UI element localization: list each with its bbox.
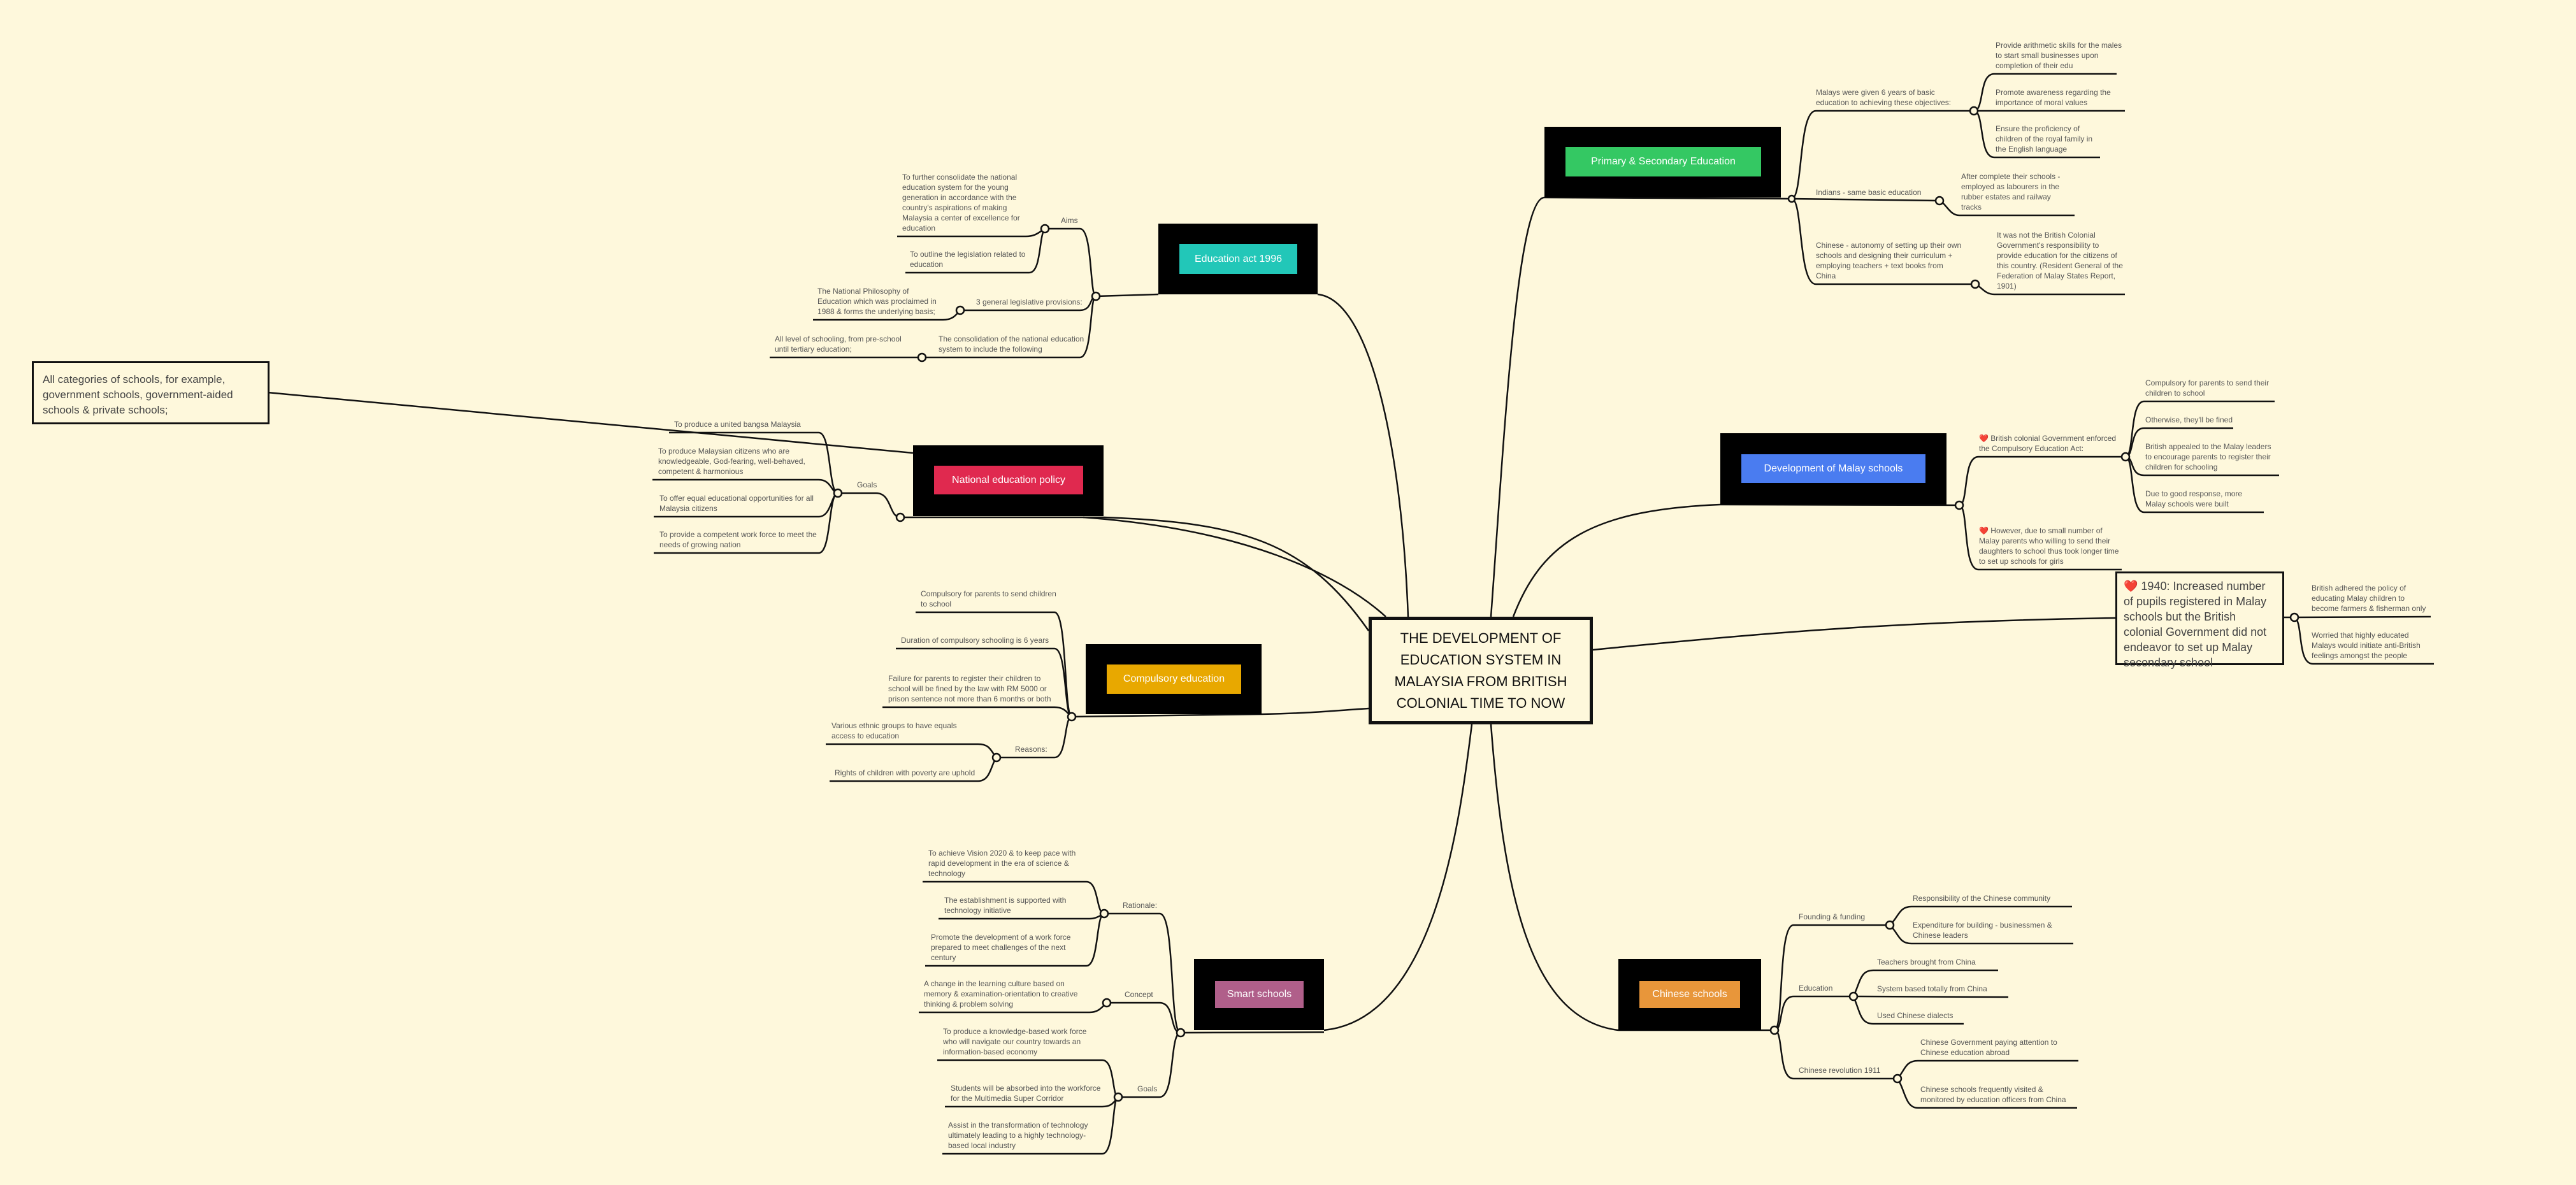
branch-chinese-schools[interactable]: Chinese schools [1618, 959, 1761, 1030]
leaf[interactable]: To offer equal educational opportunities… [659, 494, 814, 513]
branch-title: Primary & Secondary Education [1565, 147, 1761, 176]
leaf[interactable]: Used Chinese dialects [1877, 1011, 1954, 1020]
topic-revolution[interactable]: Chinese revolution 1911 [1799, 1066, 1881, 1075]
leaf[interactable]: It was not the British Colonial Governme… [1997, 231, 2123, 291]
leaf[interactable]: Students will be absorbed into the workf… [951, 1084, 1101, 1103]
leaf[interactable]: Due to good response, more Malay schools… [2145, 489, 2243, 508]
heart-icon: ❤️ [2124, 580, 2141, 592]
topic-education[interactable]: Education [1799, 984, 1833, 993]
leaf[interactable]: Teachers brought from China [1877, 958, 1976, 966]
leaf[interactable]: To produce a knowledge-based work force … [943, 1027, 1087, 1056]
topic-rationale[interactable]: Rationale: [1123, 901, 1158, 910]
leaf[interactable]: To further consolidate the national educ… [902, 173, 1020, 233]
leaf[interactable]: To produce a united bangsa Malaysia [674, 420, 801, 429]
leaf[interactable]: Compulsory for parents to send children … [921, 589, 1056, 608]
topic-provisions[interactable]: 3 general legislative provisions: [976, 298, 1083, 306]
leaf[interactable]: Failure for parents to register their ch… [888, 674, 1051, 703]
leaf[interactable]: Responsibility of the Chinese community [1913, 894, 2051, 903]
leaf[interactable]: Worried that highly educated Malays woul… [2312, 631, 2421, 660]
topic-aims[interactable]: Aims [1061, 216, 1078, 225]
leaf[interactable]: Assist in the transformation of technolo… [948, 1121, 1088, 1150]
topic-text: 1940: Increased number of pupils registe… [2124, 580, 2267, 669]
leaf[interactable]: After complete their schools - employed … [1961, 172, 2061, 212]
leaf[interactable]: Rights of children with poverty are upho… [835, 768, 975, 777]
topic-goals[interactable]: Goals [1137, 1084, 1158, 1093]
leaf[interactable]: Compulsory for parents to send their chi… [2145, 378, 2270, 398]
leaf[interactable]: Otherwise, they'll be fined [2145, 415, 2233, 424]
topic-founding[interactable]: Founding & funding [1799, 912, 1866, 921]
branch-compulsory-education[interactable]: Compulsory education [1086, 644, 1262, 714]
branch-education-act-1996[interactable]: Education act 1996 [1158, 224, 1318, 294]
branch-smart-schools[interactable]: Smart schools [1194, 959, 1324, 1030]
leaf[interactable]: System based totally from China [1877, 984, 1987, 993]
branch-title: National education policy [934, 466, 1083, 494]
topic-reasons[interactable]: Reasons: [1015, 745, 1047, 754]
topic-consolidation[interactable]: The consolidation of the national educat… [939, 334, 1084, 354]
leaf[interactable]: Promote awareness regarding the importan… [1996, 88, 2111, 107]
topic-girls-schools[interactable]: ❤️ However, due to small number of Malay… [1979, 526, 2120, 566]
leaf[interactable]: To provide a competent work force to mee… [659, 530, 817, 549]
heart-icon: ❤️ [1979, 434, 1991, 443]
leaf[interactable]: British adhered the policy of educating … [2312, 584, 2426, 613]
heart-icon: ❤️ [1979, 526, 1991, 535]
topic-school-categories[interactable]: All categories of schools, for example, … [32, 361, 270, 424]
topic-text: However, due to small number of Malay pa… [1979, 526, 2119, 566]
branch-primary-secondary[interactable]: Primary & Secondary Education [1544, 127, 1781, 198]
leaf[interactable]: To produce Malaysian citizens who are kn… [658, 447, 805, 476]
branch-national-education-policy[interactable]: National education policy [913, 445, 1104, 516]
branch-malay-schools[interactable]: Development of Malay schools [1720, 433, 1946, 505]
central-topic[interactable]: THE DEVELOPMENT OF EDUCATION SYSTEM IN M… [1369, 617, 1593, 724]
branch-title: Education act 1996 [1179, 244, 1297, 274]
leaf[interactable]: Provide arithmetic skills for the males … [1996, 41, 2122, 70]
topic-compulsory-act[interactable]: ❤️ British colonial Government enforced … [1979, 433, 2126, 454]
leaf[interactable]: The establishment is supported with tech… [944, 896, 1067, 915]
topic-malays[interactable]: Malays were given 6 years of basic educa… [1816, 88, 1952, 107]
topic-1940[interactable]: ❤️ 1940: Increased number of pupils regi… [2115, 571, 2284, 669]
leaf[interactable]: Ensure the proficiency of children of th… [1996, 124, 2093, 154]
leaf[interactable]: All level of schooling, from pre-school … [775, 334, 902, 354]
leaf[interactable]: Promote the development of a work force … [931, 933, 1071, 962]
topic-concept[interactable]: Concept [1125, 990, 1153, 999]
leaf[interactable]: British appealed to the Malay leaders to… [2145, 442, 2271, 471]
branch-title: Compulsory education [1107, 664, 1241, 694]
leaf[interactable]: Chinese schools frequently visited & mon… [1920, 1085, 2066, 1104]
topic-text: All categories of schools, for example, … [43, 373, 233, 416]
branch-title: Development of Malay schools [1741, 454, 1925, 483]
leaf[interactable]: Chinese Government paying attention to C… [1920, 1038, 2057, 1057]
topic-text: British colonial Government enforced the… [1979, 434, 2117, 453]
topic-indians[interactable]: Indians - same basic education [1816, 188, 1922, 197]
leaf[interactable]: Expenditure for building - businessmen &… [1913, 921, 2052, 940]
branch-title: Chinese schools [1639, 981, 1740, 1008]
branch-title: Smart schools [1215, 981, 1304, 1008]
leaf[interactable]: The National Philosophy of Education whi… [817, 287, 937, 316]
leaf[interactable]: To outline the legislation related to ed… [910, 250, 1026, 269]
central-topic-text: THE DEVELOPMENT OF EDUCATION SYSTEM IN M… [1394, 629, 1567, 711]
leaf[interactable]: Duration of compulsory schooling is 6 ye… [901, 636, 1049, 645]
topic-chinese[interactable]: Chinese - autonomy of setting up their o… [1816, 241, 1962, 280]
leaf[interactable]: To achieve Vision 2020 & to keep pace wi… [928, 849, 1076, 878]
leaf[interactable]: A change in the learning culture based o… [924, 979, 1078, 1009]
topic-goals[interactable]: Goals [857, 480, 877, 489]
leaf[interactable]: Various ethnic groups to have equals acc… [831, 721, 957, 740]
